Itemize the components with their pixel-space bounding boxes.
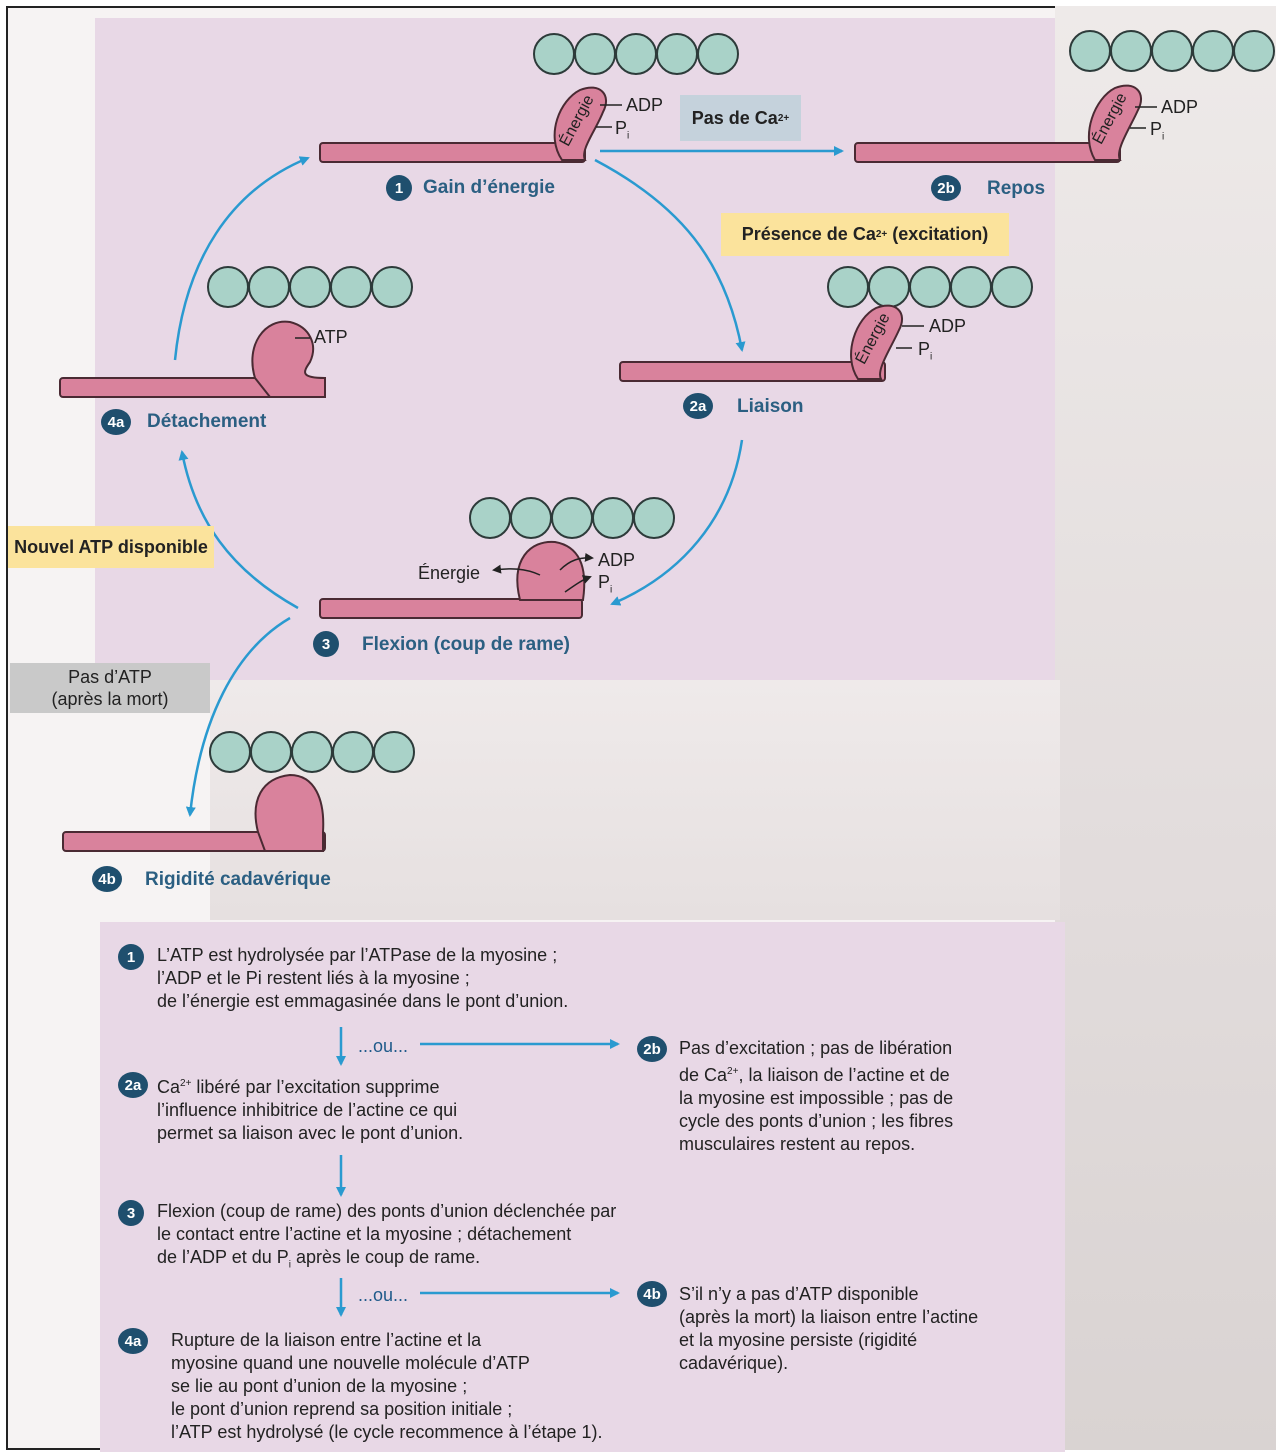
energy-release-arrow [492, 564, 541, 576]
exp-badge-2b: 2b [637, 1036, 667, 1062]
background-textbook-page [1055, 6, 1276, 1450]
actin-step-2a [827, 266, 1033, 308]
atp-label-step-4a: ATP [314, 327, 348, 347]
label-step-4a: Détachement [147, 411, 267, 432]
actin-step-4a [207, 266, 413, 308]
actin-step-3 [469, 497, 675, 539]
condition-new-atp: Nouvel ATP disponible [8, 526, 214, 568]
condition-no-atp: Pas d’ATP (après la mort) [10, 663, 210, 713]
badge-step-3: 3 [313, 631, 339, 657]
badge-step-2b: 2b [931, 175, 961, 201]
adp-label-step-2b: ADP [1161, 97, 1199, 117]
actin-step-4b [209, 731, 415, 773]
myosin-head-step-4a [251, 320, 326, 398]
exp-badge-4a: 4a [118, 1328, 148, 1354]
label-step-1: Gain d’énergie [423, 177, 555, 198]
pi-release-arrow [564, 575, 592, 593]
exp-text-2b: Pas d’excitation ; pas de libération de … [679, 1038, 954, 1154]
background-textbook-middle [210, 680, 1060, 920]
adp-label-step-3: ADP [598, 550, 636, 570]
arrow-2a-to-3 [610, 439, 744, 606]
badge-step-2a: 2a [683, 393, 713, 419]
label-step-2b: Repos [987, 178, 1046, 199]
exp-text-4b: S’il n’y a pas d’ATP disponible (après l… [679, 1284, 979, 1373]
adp-release-arrow [559, 552, 594, 571]
exp-text-4a: Rupture de la liaison entre l’actine et … [171, 1330, 603, 1442]
label-step-2a: Liaison [737, 396, 804, 417]
myosin-head-step-2b [1087, 84, 1143, 161]
exp-badge-1: 1 [118, 944, 144, 970]
label-step-3: Flexion (coup de rame) [362, 634, 570, 655]
badge-step-4b: 4b [92, 866, 122, 892]
pi-label-step-3: Pi [598, 572, 613, 596]
no-atp-line-2: (après la mort) [51, 689, 169, 709]
arrow-3-to-4b [185, 616, 291, 817]
no-atp-line-1: Pas d’ATP [68, 667, 152, 687]
exp-text-3: Flexion (coup de rame) des ponts d’union… [157, 1201, 617, 1271]
label-step-4b: Rigidité cadavérique [145, 869, 331, 890]
myosin-filament-step-2b [854, 142, 1121, 163]
myosin-head-step-1 [553, 86, 608, 161]
adp-label-step-2a: ADP [929, 316, 967, 336]
myosin-head-step-2a [850, 304, 904, 380]
pi-label-step-2a: Pi [918, 339, 933, 363]
actin-step-1 [533, 33, 739, 75]
myosin-filament-step-3 [319, 598, 583, 619]
pi-label-step-2b: Pi [1150, 119, 1165, 143]
myosin-filament-step-2a [619, 361, 886, 382]
exp-badge-2a: 2a [118, 1072, 148, 1098]
exp-text-2a: Ca2+ libéré par l’excitation supprime l’… [157, 1077, 464, 1143]
ou-label-1: ...ou... [358, 1036, 409, 1056]
badge-step-1: 1 [386, 175, 412, 201]
adp-label-step-1: ADP [626, 95, 664, 115]
exp-badge-4b: 4b [637, 1281, 667, 1307]
arrow-4a-to-1 [173, 156, 310, 361]
exp-text-1: L’ATP est hydrolysée par l’ATPase de la … [157, 945, 569, 1011]
actin-step-2b [1069, 30, 1275, 72]
energy-label-step-3: Énergie [418, 563, 481, 583]
badge-step-4a: 4a [101, 409, 131, 435]
myosin-head-step-4b [254, 773, 325, 852]
pi-label-step-1: Pi [615, 118, 630, 142]
arrow-3-to-4a [178, 450, 299, 610]
explanations-panel [100, 922, 1065, 1452]
arrow-1-to-2a [594, 158, 746, 352]
myosin-filament-step-1 [319, 142, 586, 163]
exp-badge-3: 3 [118, 1200, 144, 1226]
ou-label-2: ...ou... [358, 1285, 409, 1305]
